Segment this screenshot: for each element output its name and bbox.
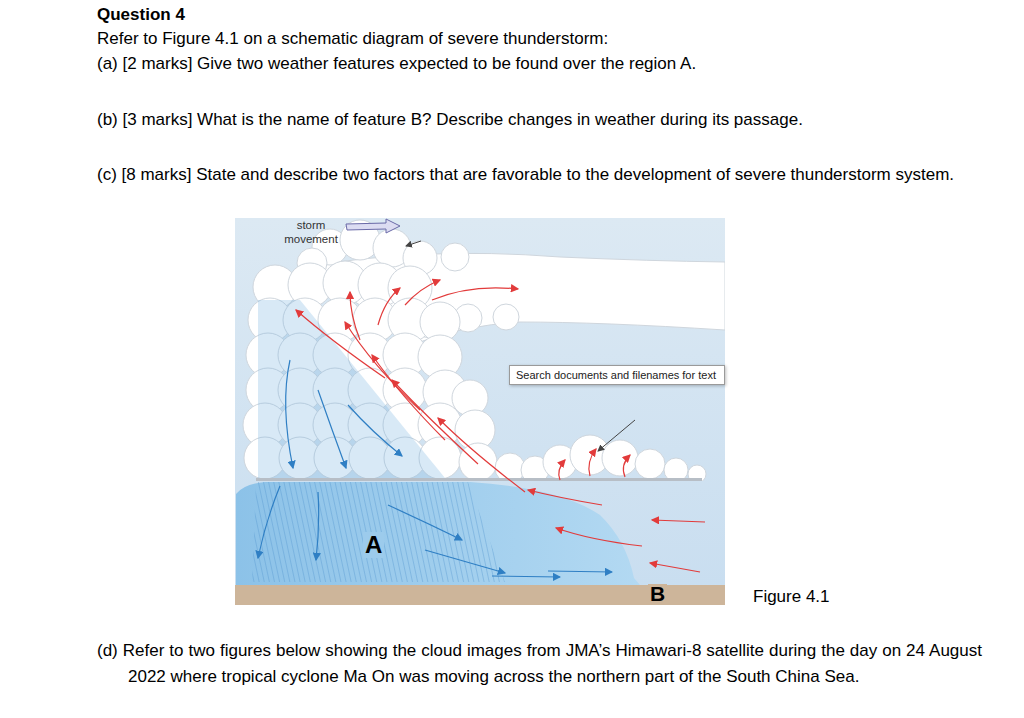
anvil-cloud: [493, 304, 519, 330]
anvil-cloud: [297, 220, 725, 342]
figure-label: storm movement: [279, 218, 343, 246]
shelf-cloud: [664, 458, 688, 481]
updraft-arrows: [650, 563, 700, 572]
updraft-arrows: [345, 322, 420, 410]
updraft-arrows: [350, 292, 360, 340]
sky-background: [235, 218, 725, 586]
question-heading: Question 4: [97, 3, 185, 27]
cloud-column: [243, 261, 525, 481]
cold-pool: [236, 482, 640, 585]
tooltip-box: Search documents and filenames for text: [509, 365, 725, 385]
question-text: Refer to Figure 4.1 on a schematic diagr…: [97, 27, 987, 51]
cloud-base: [256, 478, 702, 481]
anvil-cloud: [300, 253, 725, 342]
updraft-arrows: [392, 380, 478, 464]
downdraft-arrows: [348, 405, 402, 456]
cold-pool: [236, 482, 640, 585]
updraft-arrows: [589, 449, 596, 476]
shelf-cloud: [602, 440, 638, 476]
updraft-arrows: [559, 460, 565, 480]
downdraft-arrows: [425, 550, 505, 573]
question-part: (a) [2 marks] Give two weather features …: [97, 52, 987, 76]
pointer-lines: [598, 420, 635, 451]
updraft-arrows: [405, 280, 440, 305]
updraft-arrows: [438, 418, 525, 492]
tooltip-text: Search documents and filenames for text: [516, 367, 718, 383]
downdraft-arrows: [548, 571, 612, 572]
ground-strip: [235, 585, 725, 605]
downdraft-arrows: [258, 360, 612, 577]
downdraft-arrows: [492, 576, 560, 577]
downdraft-shading: [258, 300, 445, 481]
shelf-cloud: [635, 449, 665, 479]
storm-movement-arrow: [346, 219, 400, 233]
updraft-arrows: [432, 288, 518, 300]
cold-pool: [252, 482, 505, 582]
pointer-lines: [406, 241, 421, 246]
pointer-lines: [406, 241, 635, 451]
region-letter: A: [363, 532, 384, 558]
cloud-column: [495, 453, 525, 481]
question-part: (b) [3 marks] What is the name of featur…: [97, 108, 987, 132]
updraft-arrows: [652, 520, 705, 522]
downdraft-arrows: [388, 505, 462, 540]
updraft-arrows: [296, 280, 705, 572]
updraft-arrows: [528, 490, 602, 505]
sky-background: [235, 218, 725, 586]
downdraft-arrows: [258, 486, 280, 558]
downdraft-shading: [258, 300, 445, 481]
updraft-arrows: [372, 355, 445, 440]
downdraft-arrows: [286, 360, 293, 468]
cloud-base: [256, 478, 702, 481]
figure-caption: Figure 4.1: [753, 586, 830, 608]
downdraft-arrows: [316, 492, 319, 560]
storm-cloud: [243, 220, 725, 481]
ground-strip: [235, 585, 725, 605]
question-part: (d) Refer to two figures below showing t…: [97, 638, 982, 690]
question-part: (c) [8 marks] State and describe two fac…: [97, 162, 987, 187]
anvil-cloud: [441, 243, 469, 271]
shelf-cloud: [521, 435, 706, 481]
updraft-arrows: [296, 310, 385, 378]
updraft-arrows: [378, 288, 400, 325]
updraft-arrows: [623, 455, 630, 477]
updraft-arrows: [556, 528, 642, 546]
storm-movement-arrow: [346, 219, 400, 233]
cloud-column: [459, 443, 497, 481]
downdraft-arrows: [318, 390, 346, 468]
region-letter: B: [648, 584, 667, 604]
